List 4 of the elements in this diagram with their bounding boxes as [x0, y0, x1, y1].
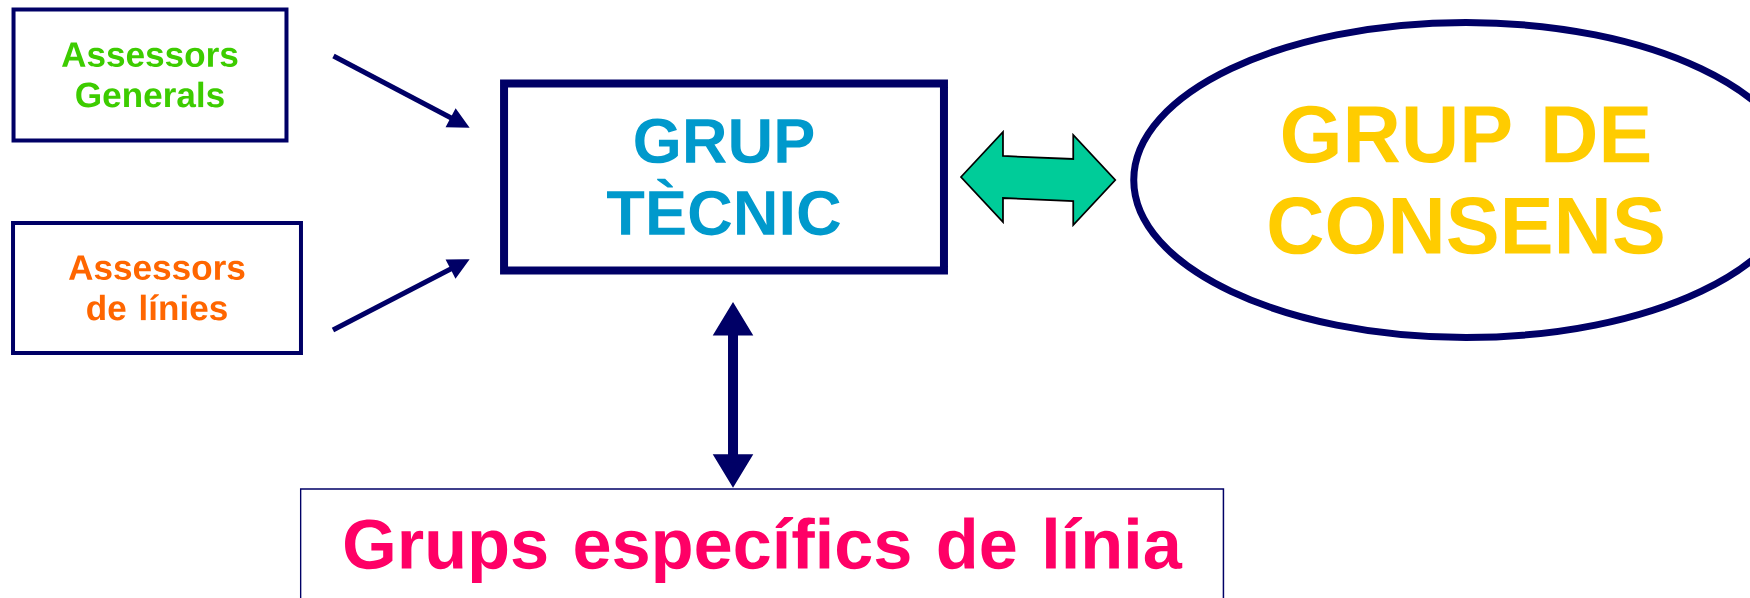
process-box: Grups específics de línia	[299, 488, 1225, 598]
process-box: GRUP TÈCNIC	[500, 79, 948, 275]
process-box: Assessors Generals	[11, 7, 289, 143]
process-box: Assessors de línies	[11, 221, 303, 355]
